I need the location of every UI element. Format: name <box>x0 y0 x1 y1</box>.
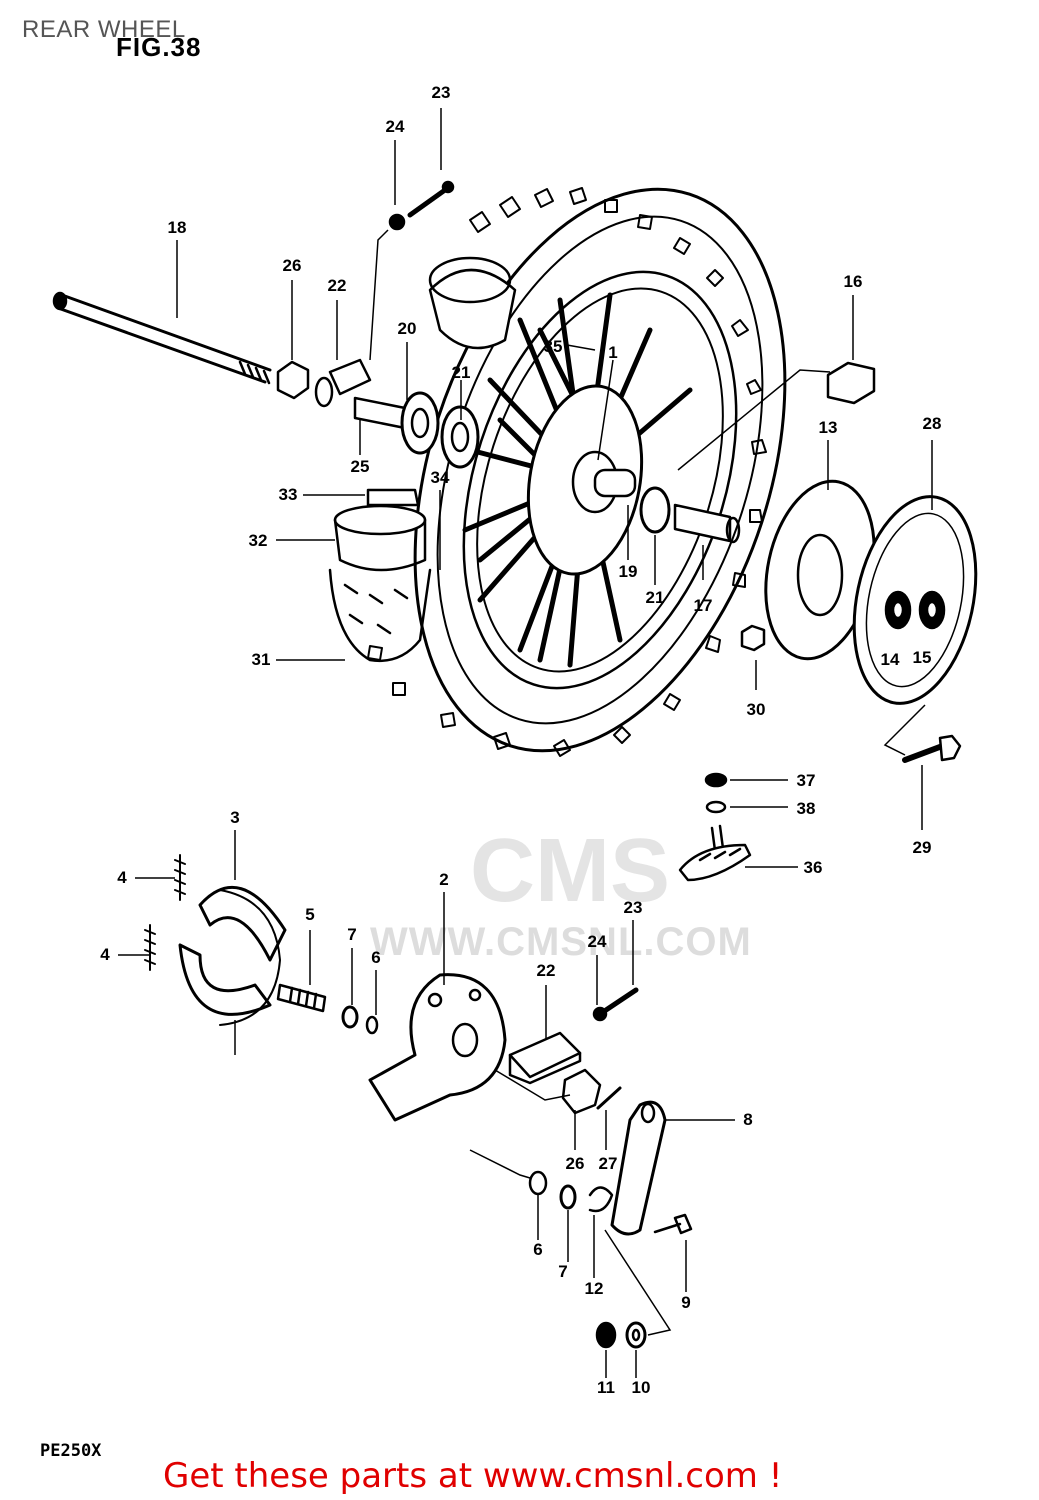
callout-4-upper: 4 <box>117 868 127 887</box>
lower-adjuster <box>508 987 639 1115</box>
watermark-logo: CMS <box>470 821 670 921</box>
callout-9: 9 <box>681 1293 691 1312</box>
footer-link-text[interactable]: Get these parts at www.cmsnl.com ! <box>163 1456 783 1496</box>
tube-and-rim-band <box>328 488 432 663</box>
callout-1: 1 <box>608 343 618 362</box>
sprocket-bolt <box>902 734 962 763</box>
callout-18: 18 <box>167 218 187 237</box>
callout-23-upper: 23 <box>431 83 451 102</box>
callout-8: 8 <box>743 1110 753 1129</box>
callout-36: 36 <box>803 858 823 877</box>
callout-30: 30 <box>746 700 766 719</box>
callout-10: 10 <box>631 1378 651 1397</box>
callout-23-lower: 23 <box>623 898 643 917</box>
callout-11: 11 <box>597 1378 615 1397</box>
callout-22-upper: 22 <box>327 276 347 295</box>
callout-37: 37 <box>796 771 816 790</box>
callout-33: 33 <box>278 485 298 504</box>
callout-7-upper: 7 <box>347 925 357 944</box>
callout-24-lower: 24 <box>587 932 607 951</box>
callout-5: 5 <box>305 905 315 924</box>
axle-shaft <box>52 291 272 385</box>
wheel-hub <box>526 384 644 576</box>
rim-tape-piece <box>428 256 517 350</box>
diagram-title: REAR WHEEL <box>22 16 186 43</box>
callout-26-lower: 26 <box>565 1154 585 1173</box>
callout-21-upper: 21 <box>451 363 471 382</box>
callout-22-lower: 22 <box>536 961 556 980</box>
callout-4-lower: 4 <box>100 945 110 964</box>
callout-6-upper: 6 <box>371 948 381 967</box>
callout-25: 25 <box>350 457 370 476</box>
callout-3: 3 <box>230 808 240 827</box>
top-bolt-and-nut <box>388 180 455 231</box>
callout-16: 16 <box>843 272 863 291</box>
callout-31: 31 <box>251 650 271 669</box>
sprocket-nut <box>740 624 766 652</box>
chain-guard-parts <box>678 772 752 882</box>
callout-2: 2 <box>439 870 449 889</box>
callout-17: 17 <box>693 596 713 615</box>
figure-number: FIG.38 <box>116 32 202 62</box>
model-code: PE250X <box>40 1441 102 1461</box>
watermark-url: WWW.CMSNL.COM <box>370 920 752 964</box>
brake-arm <box>610 1100 693 1236</box>
callout-32: 32 <box>248 531 268 550</box>
callout-26-upper: 26 <box>282 256 302 275</box>
callout-29: 29 <box>912 838 932 857</box>
callout-12: 12 <box>584 1279 604 1298</box>
callout-6-lower: 6 <box>533 1240 543 1259</box>
callout-20: 20 <box>397 319 417 338</box>
callout-24-upper: 24 <box>385 117 405 136</box>
callout-21-lower: 21 <box>645 588 665 607</box>
brake-cam-set <box>276 983 379 1035</box>
callout-28: 28 <box>922 414 942 433</box>
callout-38: 38 <box>796 799 816 818</box>
rear-sprocket-hub <box>764 479 978 705</box>
leader-lines <box>118 108 933 1378</box>
callout-27: 27 <box>598 1154 618 1173</box>
axle-nut-and-spacers <box>276 358 480 469</box>
callout-15: 15 <box>912 648 932 667</box>
brake-shoes <box>178 885 287 1026</box>
callout-13: 13 <box>818 418 838 437</box>
small-hardware <box>528 1170 647 1349</box>
brake-panel <box>368 973 507 1122</box>
callout-7-lower: 7 <box>558 1262 568 1281</box>
callout-19: 19 <box>618 562 638 581</box>
callout-35: 35 <box>543 337 563 356</box>
callout-34: 34 <box>430 468 450 487</box>
brake-springs <box>144 854 186 971</box>
callout-14: 14 <box>880 650 900 669</box>
right-side-collars <box>639 361 876 544</box>
